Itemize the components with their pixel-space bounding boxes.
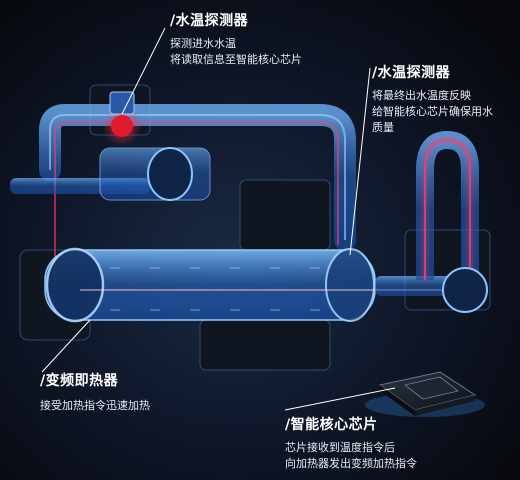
chip-callout: /智能核心芯片 芯片接收到温度指令后 向加热器发出变频加热指令 — [285, 414, 417, 472]
inlet-sensor-dot — [102, 91, 142, 146]
outlet-pipe — [375, 130, 488, 313]
inlet-sensor-title: /水温探测器 — [170, 13, 249, 29]
chip-illustration — [365, 371, 485, 417]
inlet-pipe-loop — [39, 104, 356, 290]
outlet-sensor-desc-1: 将最终出水温度反映 — [372, 89, 471, 102]
heater-desc-1: 接受加热指令迅速加热 — [40, 399, 150, 412]
side-inlet-pipe — [10, 147, 211, 201]
outlet-sensor-desc-2: 给智能核心芯片确保用水 — [372, 105, 493, 118]
heater-callout: /变频即热器 接受加热指令迅速加热 — [40, 370, 150, 414]
inlet-sensor-callout: /水温探测器 探测进水水温 将读取信息至智能核心芯片 — [170, 10, 302, 68]
chip-desc-2: 向加热器发出变频加热指令 — [285, 457, 417, 470]
inlet-sensor-desc-1: 探测进水水温 — [170, 37, 236, 50]
chip-title: /智能核心芯片 — [285, 417, 378, 433]
leader-lines — [41, 27, 396, 411]
outlet-sensor-title: /水温探测器 — [372, 65, 451, 81]
heater-title: /变频即热器 — [40, 373, 119, 389]
inlet-sensor-desc-2: 将读取信息至智能核心芯片 — [170, 53, 302, 66]
outlet-sensor-desc-3: 质量 — [372, 121, 394, 134]
chip-desc-1: 芯片接收到温度指令后 — [285, 441, 395, 454]
outlet-sensor-callout: /水温探测器 将最终出水温度反映 给智能核心芯片确保用水 质量 — [372, 62, 517, 136]
